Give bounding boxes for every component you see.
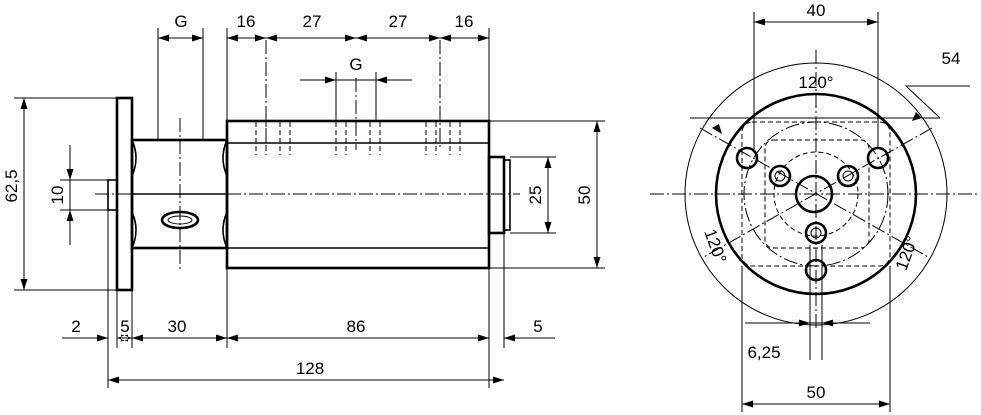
dim-16-left-label: 16 (237, 12, 256, 31)
dim-27-right-label: 27 (389, 12, 408, 31)
hidden-inner-square (764, 139, 870, 249)
dim-g-top-label: G (174, 12, 187, 31)
dim-5-right-label: 5 (533, 317, 542, 336)
right-boss-lip (503, 159, 511, 231)
bolt-hole-left (735, 146, 759, 170)
angle-left-label: 120° (700, 226, 730, 266)
front-view-dimensions (690, 12, 970, 412)
dim-40-label: 40 (807, 1, 826, 20)
right-boss (487, 155, 506, 235)
side-view (95, 40, 520, 292)
dim-128-label: 128 (296, 359, 324, 378)
dim-62-5-label: 62,5 (2, 169, 21, 202)
dim-2-label: 2 (71, 317, 80, 336)
dim-30-label: 30 (168, 317, 187, 336)
top-extension-lines (157, 28, 490, 140)
port-right (836, 164, 860, 188)
dim-50-front-label: 50 (807, 383, 826, 402)
angle-top-label: 120° (798, 73, 833, 92)
dim-5-left-label: 5 (120, 317, 129, 336)
ext-62-5 (14, 97, 117, 291)
dim-54-label: 54 (942, 49, 961, 68)
dim-25-label: 25 (526, 186, 545, 205)
dim-6-25-label: 6,25 (747, 343, 780, 362)
dim-50-side-label: 50 (575, 186, 594, 205)
port-left (768, 164, 792, 188)
vertical-centerlines (179, 40, 441, 270)
dim-g-mid-label: G (349, 55, 362, 74)
left-boss (107, 179, 118, 211)
diagonal-centerlines (699, 127, 933, 259)
dim-16-right-label: 16 (455, 12, 474, 31)
hidden-ports (255, 122, 461, 155)
hex-curves (131, 139, 228, 249)
dim-10-label: 10 (48, 186, 67, 205)
front-view (650, 50, 980, 330)
dim-27-left-label: 27 (303, 12, 322, 31)
dim-86-label: 86 (347, 317, 366, 336)
side-view-dimensions (14, 28, 605, 388)
pitch-circle (743, 121, 889, 267)
